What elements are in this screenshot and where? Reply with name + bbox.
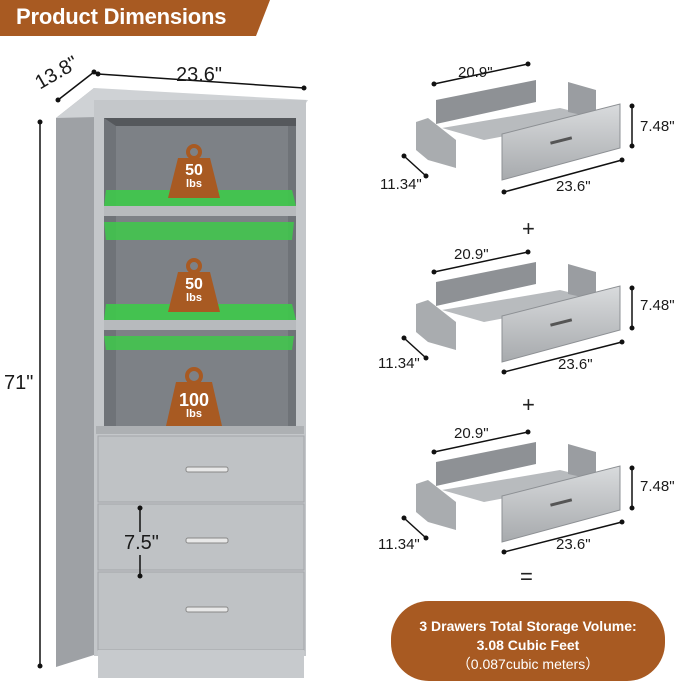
drawer-1-width: 23.6"	[556, 178, 591, 195]
shelf-load-middle: 50 lbs	[185, 276, 203, 304]
drawer-diagram-1	[401, 61, 635, 195]
drawer-2-height: 7.48"	[640, 297, 675, 314]
drawer-2-inner-width: 20.9"	[454, 246, 489, 263]
width-label: 23.6"	[176, 64, 223, 86]
drawer-diagram-2	[401, 249, 635, 375]
drawer-height-label: 7.5"	[124, 532, 159, 555]
shelf-load-bottom: 100 lbs	[178, 390, 210, 420]
drawer-3-inner-width: 20.9"	[454, 425, 489, 442]
plus-sign-2: +	[522, 392, 535, 417]
plus-sign-1: +	[522, 216, 535, 241]
weight-icon-top	[168, 144, 220, 198]
summary-line-1: 3 Drawers Total Storage Volume:	[419, 618, 637, 634]
title-banner	[0, 0, 270, 36]
drawer-1-depth: 11.34"	[380, 176, 422, 193]
drawer-2-width: 23.6"	[558, 356, 593, 373]
drawer-1-inner-width: 20.9"	[458, 64, 493, 81]
drawer-2-depth: 11.34"	[378, 355, 420, 372]
drawer-3-width: 23.6"	[556, 536, 591, 553]
height-label: 71"	[4, 372, 34, 394]
shelf-load-top: 50 lbs	[185, 162, 203, 190]
weight-icon-middle	[168, 258, 220, 312]
equals-sign: =	[520, 564, 533, 589]
weight-icon-bottom	[166, 367, 222, 426]
drawer-diagram-3	[401, 429, 635, 555]
summary-line-2: 3.08 Cubic Feet	[476, 637, 580, 653]
page-title: Product Dimensions	[16, 4, 227, 29]
drawer-1-height: 7.48"	[640, 118, 675, 135]
drawer-3-depth: 11.34"	[378, 536, 420, 553]
summary-line-3: （0.087cubic meters）	[456, 656, 600, 672]
storage-summary: 3 Drawers Total Storage Volume: 3.08 Cub…	[391, 601, 665, 681]
drawer-3-height: 7.48"	[640, 478, 675, 495]
